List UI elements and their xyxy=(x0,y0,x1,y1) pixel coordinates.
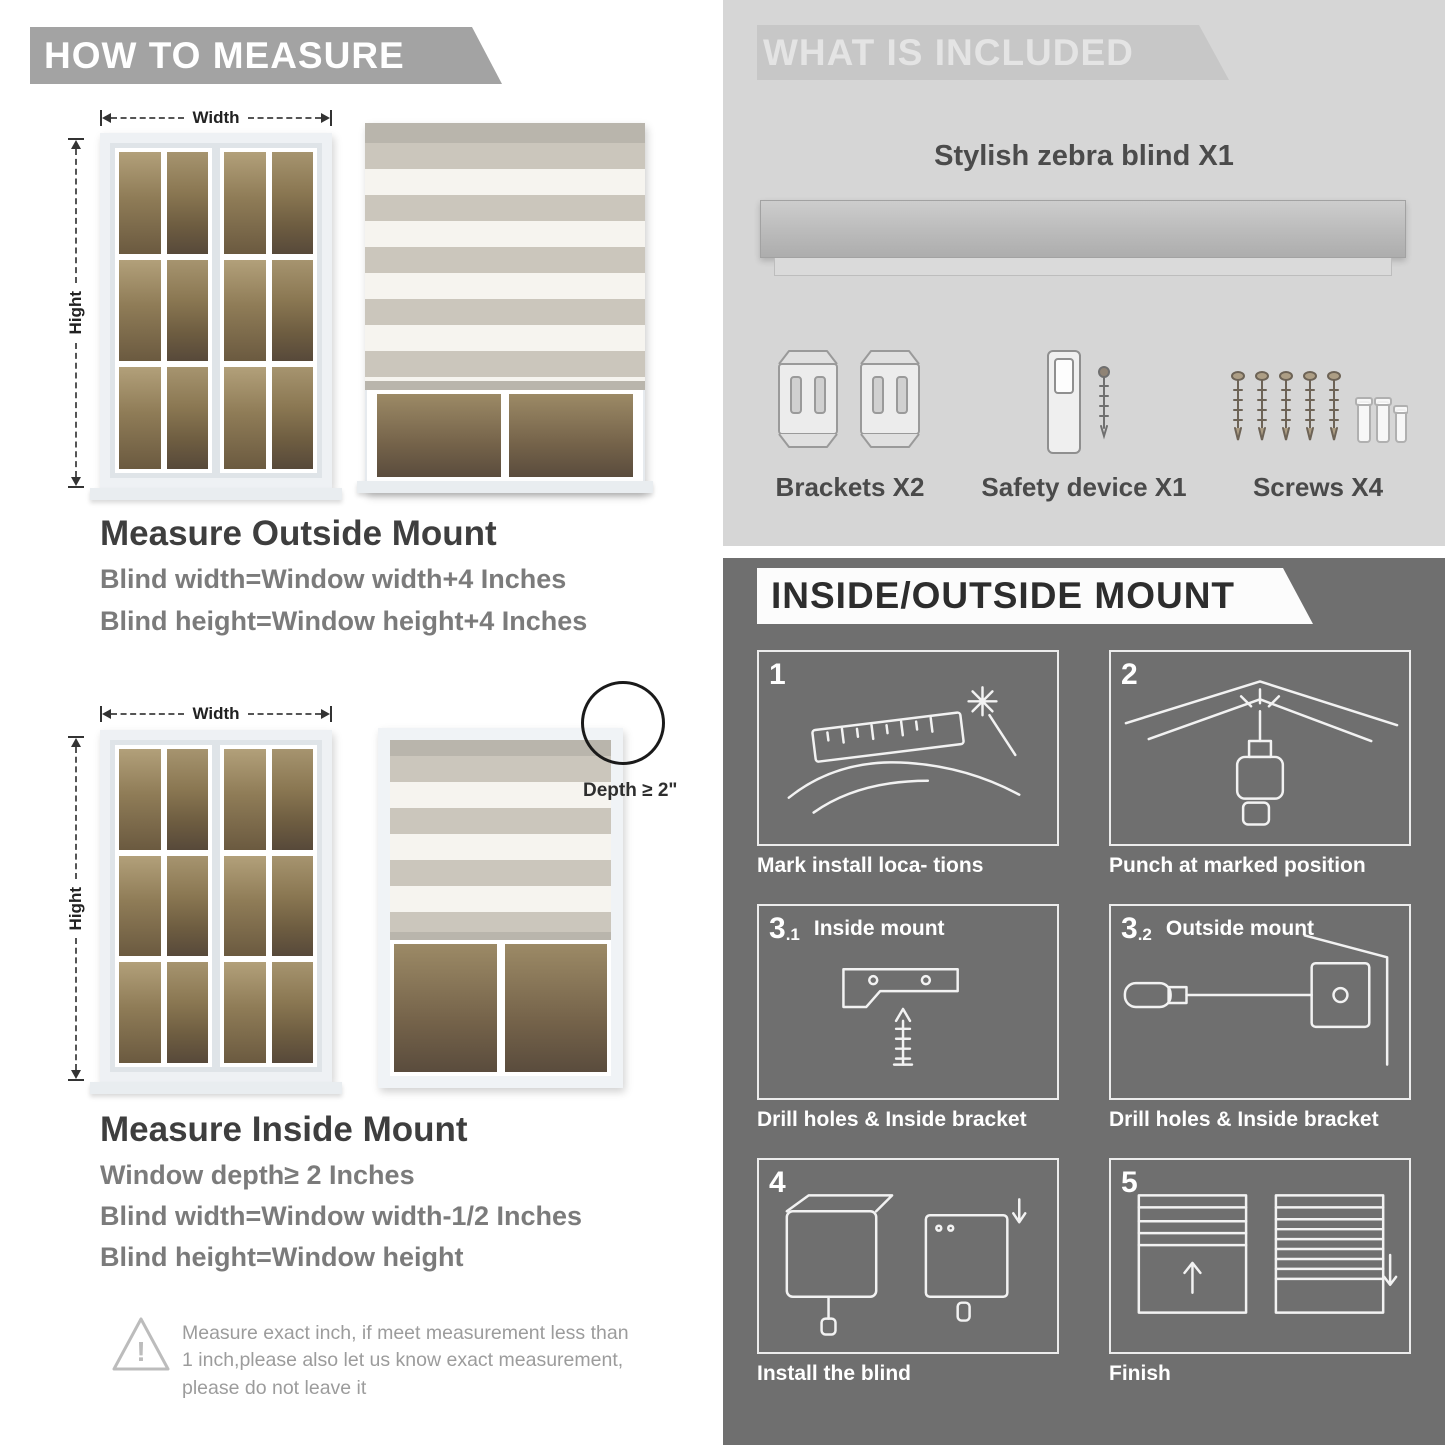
zebra-blind-outside-mount xyxy=(357,123,653,493)
mount-step-4: 4 Install the blind xyxy=(757,1158,1059,1390)
zebra-shade xyxy=(365,143,645,381)
mount-step-2: 2 Punch at marked position xyxy=(1109,650,1411,882)
inside-mount-rule-height: Blind height=Window height xyxy=(100,1242,464,1272)
window-sill xyxy=(357,481,653,493)
safety-device-icon xyxy=(1047,350,1110,454)
mark-location-illustration xyxy=(787,686,1021,814)
screws-label: Screws X4 xyxy=(1252,472,1384,502)
step-panel: 4 xyxy=(757,1158,1059,1354)
blind-bottomrail xyxy=(365,381,645,390)
mount-step-1: 1 Mark install loca- tions xyxy=(757,650,1059,882)
step-caption: Mark install loca- tions xyxy=(757,854,984,877)
included-item-screws: Screws X4 xyxy=(1201,330,1435,503)
measure-warning-text: Measure exact inch, if meet measurement … xyxy=(182,1322,629,1399)
step-panel: 5 xyxy=(1109,1158,1411,1354)
mount-header: INSIDE/OUTSIDE MOUNT xyxy=(757,568,1313,624)
window-below-blind xyxy=(390,940,611,1076)
outside-mount-rule-height: Blind height=Window height+4 Inches xyxy=(100,606,588,636)
step-caption: Finish xyxy=(1109,1362,1171,1385)
included-item-safety-device: Safety device X1 xyxy=(967,330,1201,503)
window-sill xyxy=(90,1082,342,1094)
width-label-inside: Width xyxy=(192,704,240,723)
height-arrow-inside: Hight xyxy=(66,736,86,1081)
what-is-included-header: WHAT IS INCLUDED xyxy=(757,25,1229,80)
what-is-included-title: WHAT IS INCLUDED xyxy=(763,31,1134,73)
drill-illustration xyxy=(1124,680,1399,826)
brackets-icon xyxy=(778,350,920,448)
install-blind-illustration xyxy=(785,1194,1027,1336)
zebra-shade xyxy=(390,756,611,932)
inside-mount-rule-width: Blind width=Window width-1/2 Inches xyxy=(100,1201,583,1231)
what-is-included-section: WHAT IS INCLUDED Stylish zebra blind X1 xyxy=(723,0,1445,546)
step-caption: Drill holes & Inside bracket xyxy=(1109,1108,1379,1131)
window-casement xyxy=(115,745,212,1067)
outside-bracket-illustration xyxy=(1123,934,1389,1066)
width-arrow-outside: Width xyxy=(100,108,332,128)
window-casement xyxy=(220,745,317,1067)
zebra-blind-inside-mount xyxy=(378,728,623,1088)
brackets-label: Brackets X2 xyxy=(775,472,925,502)
zebra-blind-headrail-image xyxy=(760,200,1406,276)
outside-mount-title: Measure Outside Mount xyxy=(100,514,497,553)
step-caption: Punch at marked position xyxy=(1109,854,1366,877)
width-arrow-inside: Width xyxy=(100,704,332,724)
warning-exclamation: ! xyxy=(136,1336,145,1367)
mount-title: INSIDE/OUTSIDE MOUNT xyxy=(771,575,1236,616)
screws-icon xyxy=(1231,371,1408,443)
window-diagram-outside xyxy=(100,133,332,488)
included-item-brackets: Brackets X2 xyxy=(733,330,967,503)
window-diagram-inside xyxy=(100,730,332,1082)
depth-callout-label: Depth ≥ 2" xyxy=(583,780,678,801)
safety-device-label: Safety device X1 xyxy=(981,472,1187,502)
mount-step-5: 5 Finish xyxy=(1109,1158,1411,1390)
inside-outside-mount-section: INSIDE/OUTSIDE MOUNT 1 xyxy=(723,558,1445,1445)
depth-callout-circle xyxy=(581,681,665,765)
window-sill xyxy=(90,488,342,500)
step-panel: 2 xyxy=(1109,650,1411,846)
how-to-measure-header: HOW TO MEASURE xyxy=(30,27,502,84)
window-below-blind xyxy=(365,390,645,481)
warning-triangle-icon: ! xyxy=(112,1317,170,1371)
mount-steps-grid: 1 Mark install loca- tions xyxy=(757,650,1411,1390)
step-panel: 1 xyxy=(757,650,1059,846)
window-casement xyxy=(115,148,212,473)
how-to-measure-title: HOW TO MEASURE xyxy=(44,34,405,76)
blind-headrail xyxy=(365,123,645,143)
width-label-outside: Width xyxy=(192,108,240,127)
blind-headrail xyxy=(390,740,611,756)
height-arrow-outside: Hight xyxy=(66,138,86,488)
blind-bottomrail xyxy=(390,932,611,940)
product-label: Stylish zebra blind X1 xyxy=(934,140,1234,172)
height-label-inside: Hight xyxy=(66,886,85,931)
height-label-outside: Hight xyxy=(66,291,85,335)
inside-mount-title: Measure Inside Mount xyxy=(100,1110,468,1149)
outside-mount-rule-width: Blind width=Window width+4 Inches xyxy=(100,564,567,594)
finish-blinds-illustration xyxy=(1137,1194,1398,1314)
step-caption: Drill holes & Inside bracket xyxy=(757,1108,1027,1131)
window-casement xyxy=(220,148,317,473)
inside-bracket-illustration xyxy=(842,967,959,1066)
inside-mount-rule-depth: Window depth≥ 2 Inches xyxy=(100,1160,415,1190)
included-items-row: Brackets X2 xyxy=(733,330,1435,503)
step-caption: Install the blind xyxy=(757,1362,912,1385)
